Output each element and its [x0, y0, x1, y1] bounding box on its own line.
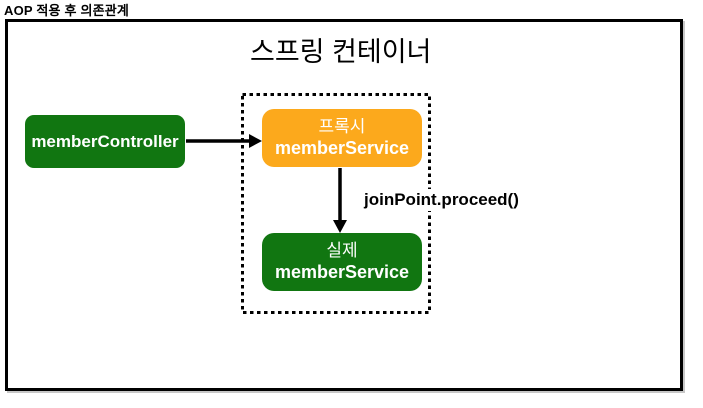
- proxy-node-english-label: memberService: [274, 138, 410, 159]
- spring-container-title: 스프링 컨테이너: [250, 37, 432, 67]
- spring-container-box: [5, 19, 683, 391]
- joinpoint-proceed-label: joinPoint.proceed(): [362, 189, 521, 211]
- proxy-node-korean-label: 프록시: [318, 117, 366, 137]
- real-node-english-label: memberService: [274, 262, 410, 283]
- real-node-korean-label: 실제: [326, 241, 358, 261]
- node-real-member-service: 실제 memberService: [262, 233, 422, 291]
- node-proxy-member-service: 프록시 memberService: [262, 109, 422, 167]
- diagram-caption: AOP 적용 후 의존관계: [4, 3, 130, 18]
- node-member-controller: memberController: [25, 115, 185, 168]
